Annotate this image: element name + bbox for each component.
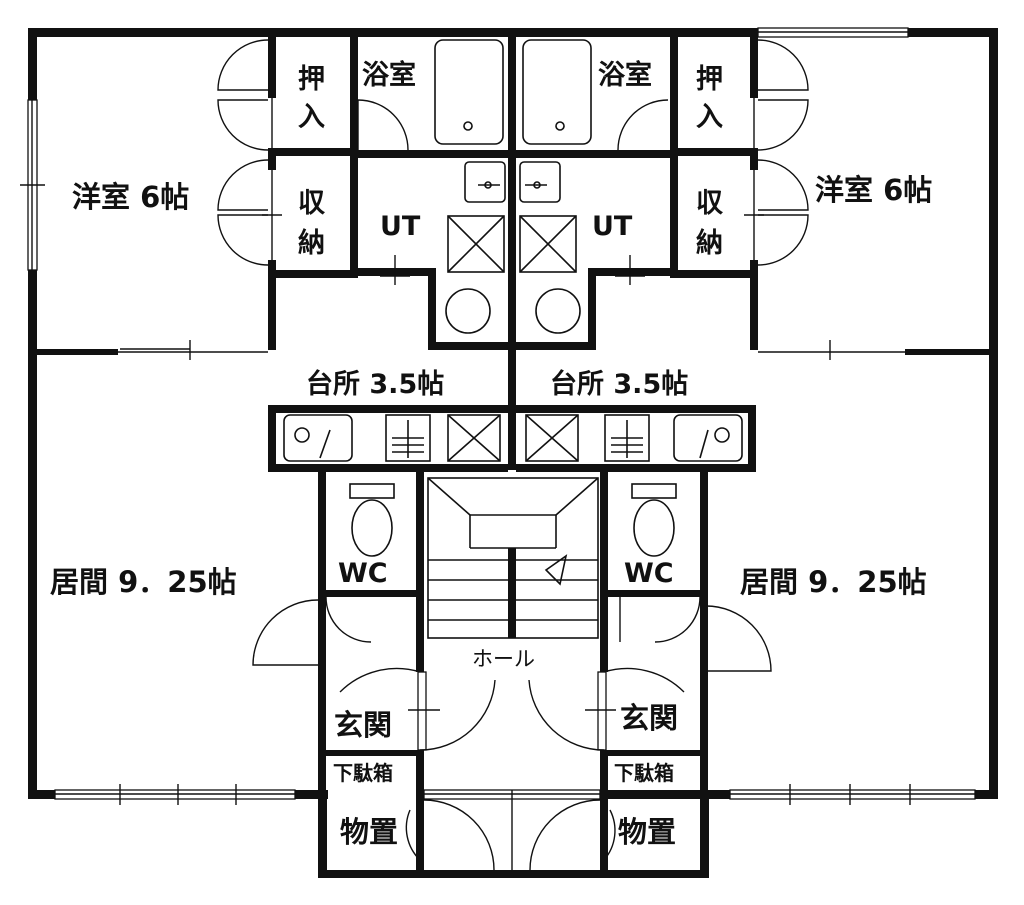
door-swings — [217, 39, 809, 871]
label-entrance-left: 玄関 — [334, 708, 392, 742]
interior-walls — [28, 28, 998, 798]
label-hall: ホール — [472, 647, 535, 671]
label-shuno-right-2: 納 — [696, 227, 723, 259]
label-bath-right: 浴室 — [598, 59, 652, 91]
label-oshiire-left-2: 入 — [298, 102, 325, 133]
label-ut-left: UT — [380, 211, 421, 242]
label-shoebox-left: 下駄箱 — [333, 761, 393, 785]
label-ut-right: UT — [592, 211, 633, 242]
fixtures — [283, 39, 743, 639]
label-storage-right: 物置 — [618, 815, 676, 849]
label-shoebox-right: 下駄箱 — [614, 761, 674, 785]
label-kitchen-left: 台所 3.5帖 — [306, 368, 444, 400]
label-entrance-right: 玄関 — [620, 701, 678, 735]
windows — [20, 27, 976, 870]
label-oshiire-left: 押 — [298, 64, 325, 95]
label-kitchen-right: 台所 3.5帖 — [550, 368, 688, 400]
label-oshiire-right: 押 — [696, 64, 723, 95]
label-living-right: 居間 9．25帖 — [740, 565, 927, 599]
label-storage-left: 物置 — [340, 815, 398, 849]
label-western-right: 洋室 6帖 — [815, 173, 932, 207]
label-shuno-right: 収 — [696, 188, 724, 219]
label-shuno-left-2: 納 — [298, 227, 325, 259]
label-bath-left: 浴室 — [362, 59, 416, 91]
label-shuno-left: 収 — [298, 188, 326, 219]
label-wc-right: WC — [624, 558, 674, 589]
label-oshiire-right-2: 入 — [696, 102, 723, 133]
label-wc-left: WC — [338, 558, 388, 589]
label-western-left: 洋室 6帖 — [72, 180, 189, 214]
room-labels: 洋室 6帖 洋室 6帖 押 入 押 入 収 納 収 納 浴室 浴室 UT UT … — [50, 59, 932, 849]
label-living-left: 居間 9．25帖 — [50, 565, 237, 599]
